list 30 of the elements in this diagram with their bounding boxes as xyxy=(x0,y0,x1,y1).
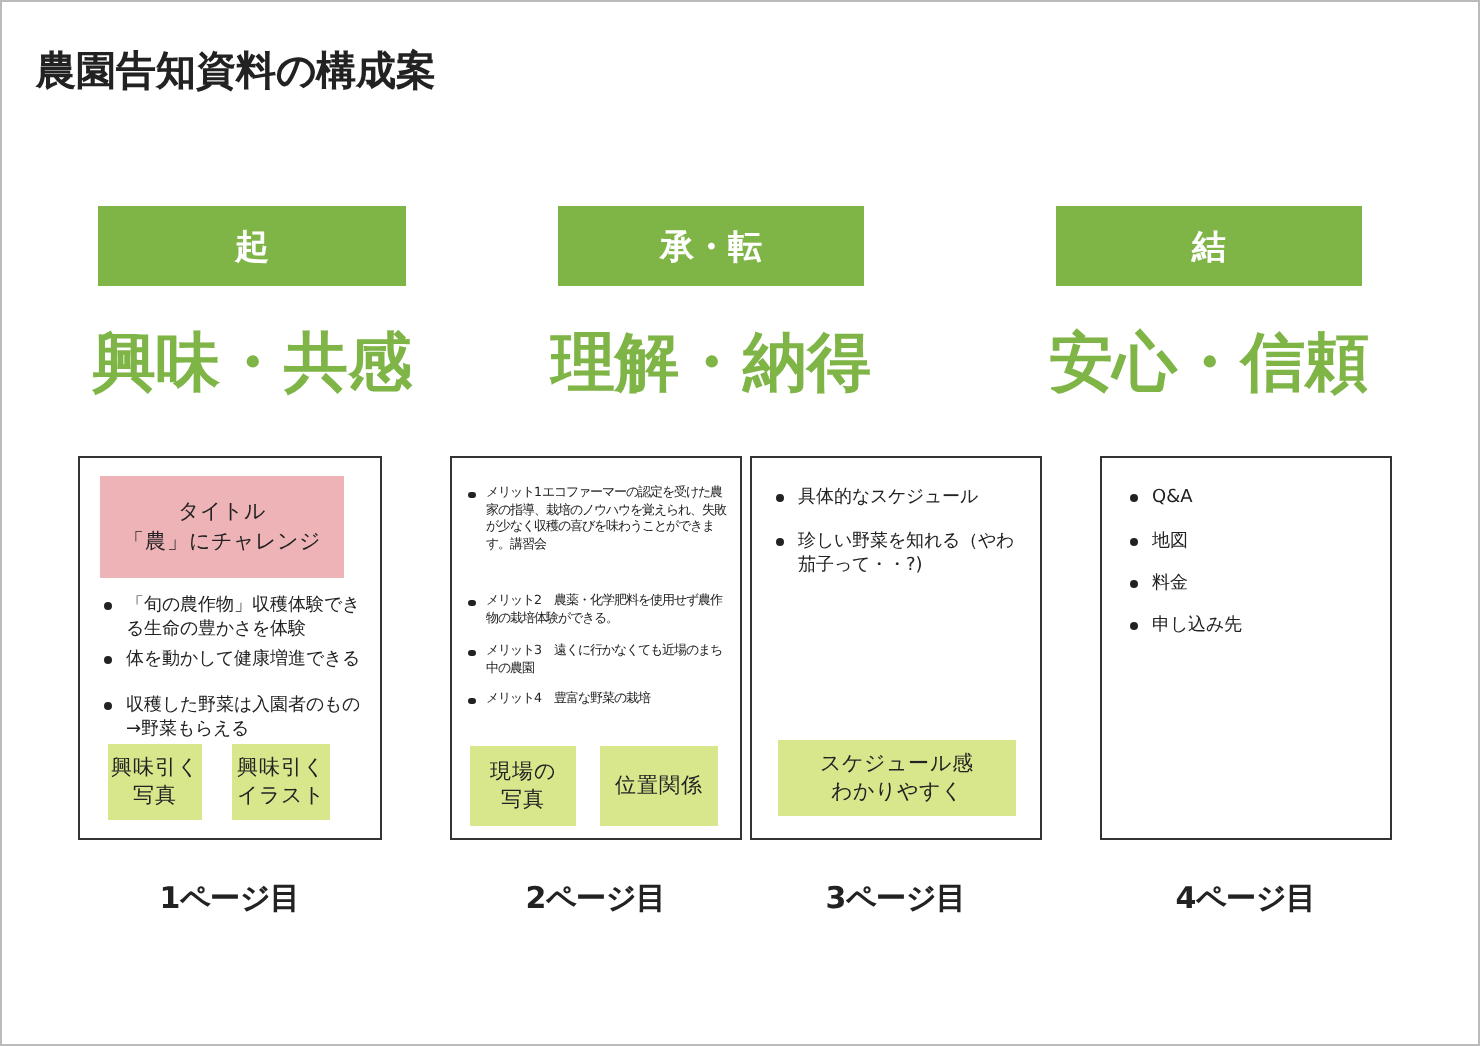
title: 農園告知資料の構成案 xyxy=(36,44,436,98)
content-box: 現場の写真 xyxy=(470,746,576,826)
section-theme: 理解・納得 xyxy=(547,322,873,404)
bullet-item: Q&A xyxy=(1130,486,1350,510)
section-header-bar: 起 xyxy=(98,206,406,286)
page-label: 4ページ目 xyxy=(1173,880,1319,918)
page-frame xyxy=(78,456,382,840)
bullet-item: 料金 xyxy=(1130,572,1350,596)
content-box: 興味引く写真 xyxy=(108,744,202,820)
content-box: 興味引くイラスト xyxy=(232,744,330,820)
content-box: スケジュール感わかりやすく xyxy=(778,740,1016,816)
section-header-bar: 承・転 xyxy=(558,206,864,286)
bullet-item: 収穫した野菜は入園者のもの→野菜もらえる xyxy=(104,694,364,742)
bullet-item: 具体的なスケジュール xyxy=(776,486,1024,510)
bullet-item: 体を動かして健康増進できる xyxy=(104,648,364,672)
bullet-item: 「旬の農作物」収穫体験できる生命の豊かさを体験 xyxy=(104,594,364,642)
page-frame xyxy=(1100,456,1392,840)
page-frame xyxy=(750,456,1042,840)
bullet-item: 珍しい野菜を知れる（やわ茄子って・・?) xyxy=(776,530,1024,578)
title-box: タイトル「農」にチャレンジ xyxy=(100,476,344,578)
page-label: 3ページ目 xyxy=(823,880,969,918)
section-theme: 安心・信頼 xyxy=(1047,322,1371,404)
section-header-bar: 結 xyxy=(1056,206,1362,286)
bullet-item: 申し込み先 xyxy=(1130,614,1350,638)
section-theme: 興味・共感 xyxy=(90,322,414,404)
bullet-item: 地図 xyxy=(1130,530,1350,554)
content-box: 位置関係 xyxy=(600,746,718,826)
page-frame xyxy=(450,456,742,840)
page-label: 1ページ目 xyxy=(157,880,303,918)
page-label: 2ページ目 xyxy=(523,880,669,918)
